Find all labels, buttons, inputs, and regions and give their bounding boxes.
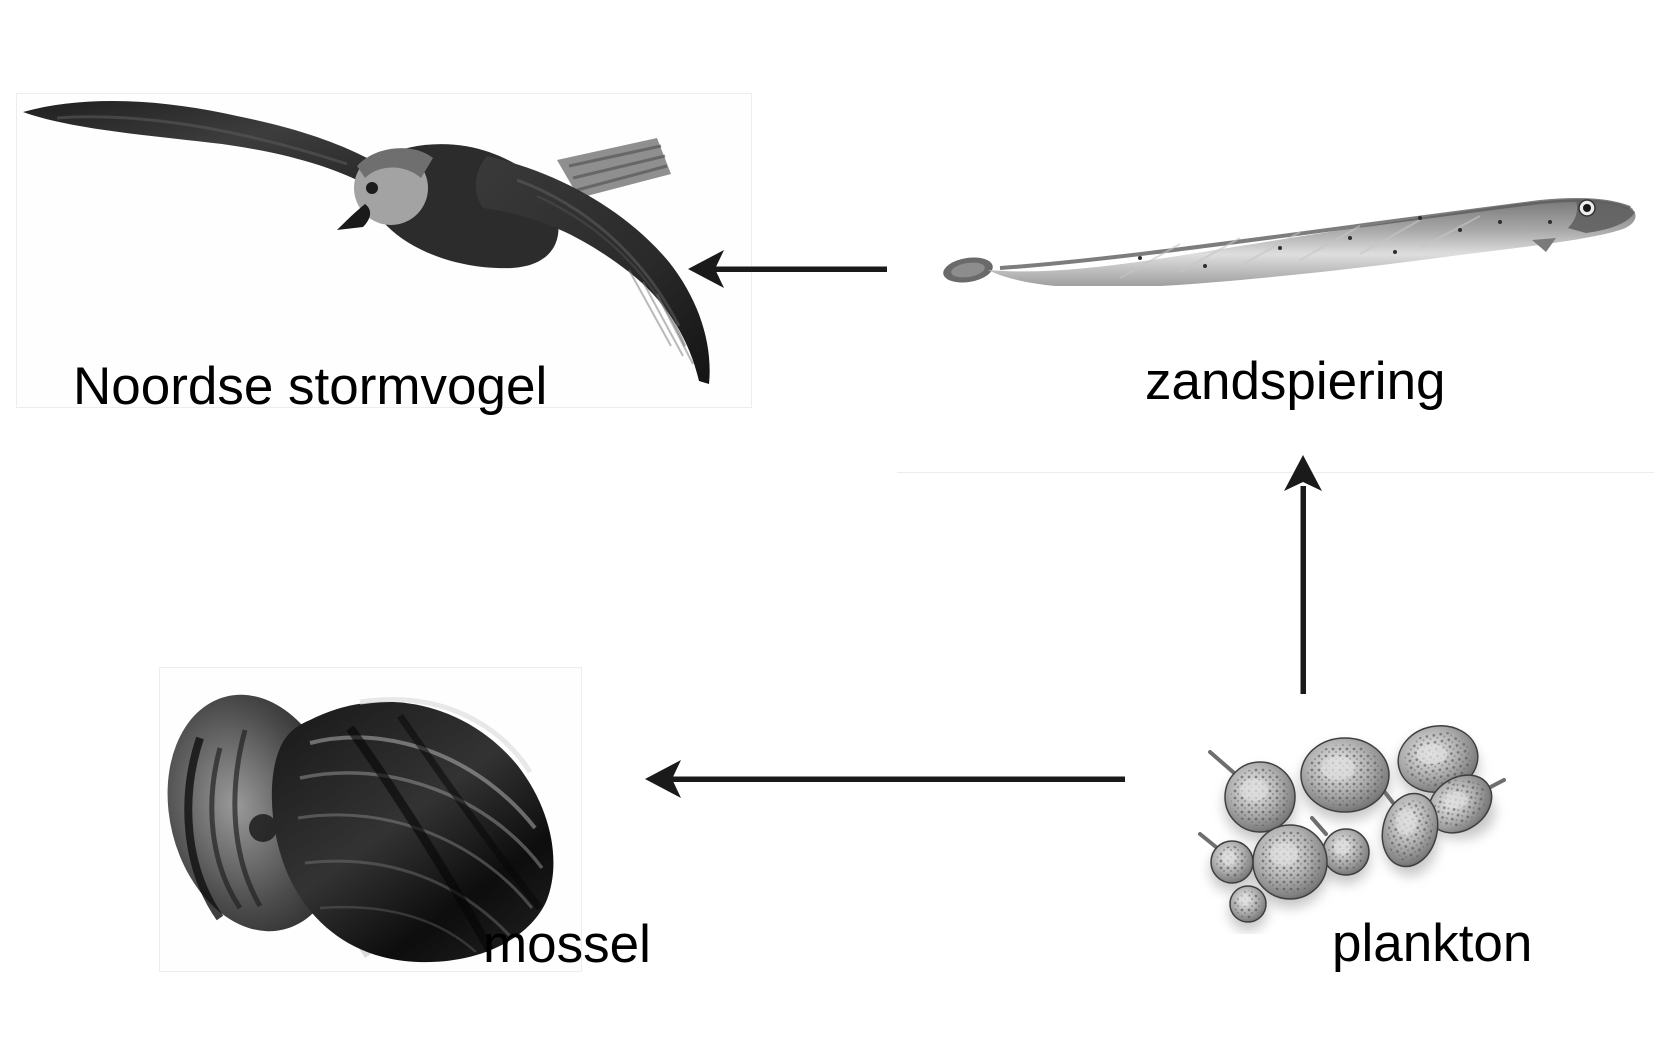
mossel-label: mossel xyxy=(483,915,651,974)
mossel-image-frame xyxy=(159,667,582,972)
stormvogel-image-frame xyxy=(16,93,752,408)
plankton-label: plankton xyxy=(1332,914,1533,973)
plankton-image-frame xyxy=(1198,712,1510,934)
zandspiering-label: zandspiering xyxy=(1145,352,1446,411)
arrow-plankton-to-mossel xyxy=(645,760,1125,798)
zandspiering-image-frame xyxy=(940,178,1652,286)
arrow-plankton-to-zandspiering xyxy=(1284,455,1322,694)
stormvogel-label: Noordse stormvogel xyxy=(73,357,548,416)
sand-eel-image xyxy=(943,198,1636,286)
plankton-cells-image xyxy=(1198,725,1506,931)
northern-fulmar-image xyxy=(23,100,710,384)
zandspiering-image-frame-edge xyxy=(897,472,1654,473)
mussel-shell-image xyxy=(167,694,554,963)
